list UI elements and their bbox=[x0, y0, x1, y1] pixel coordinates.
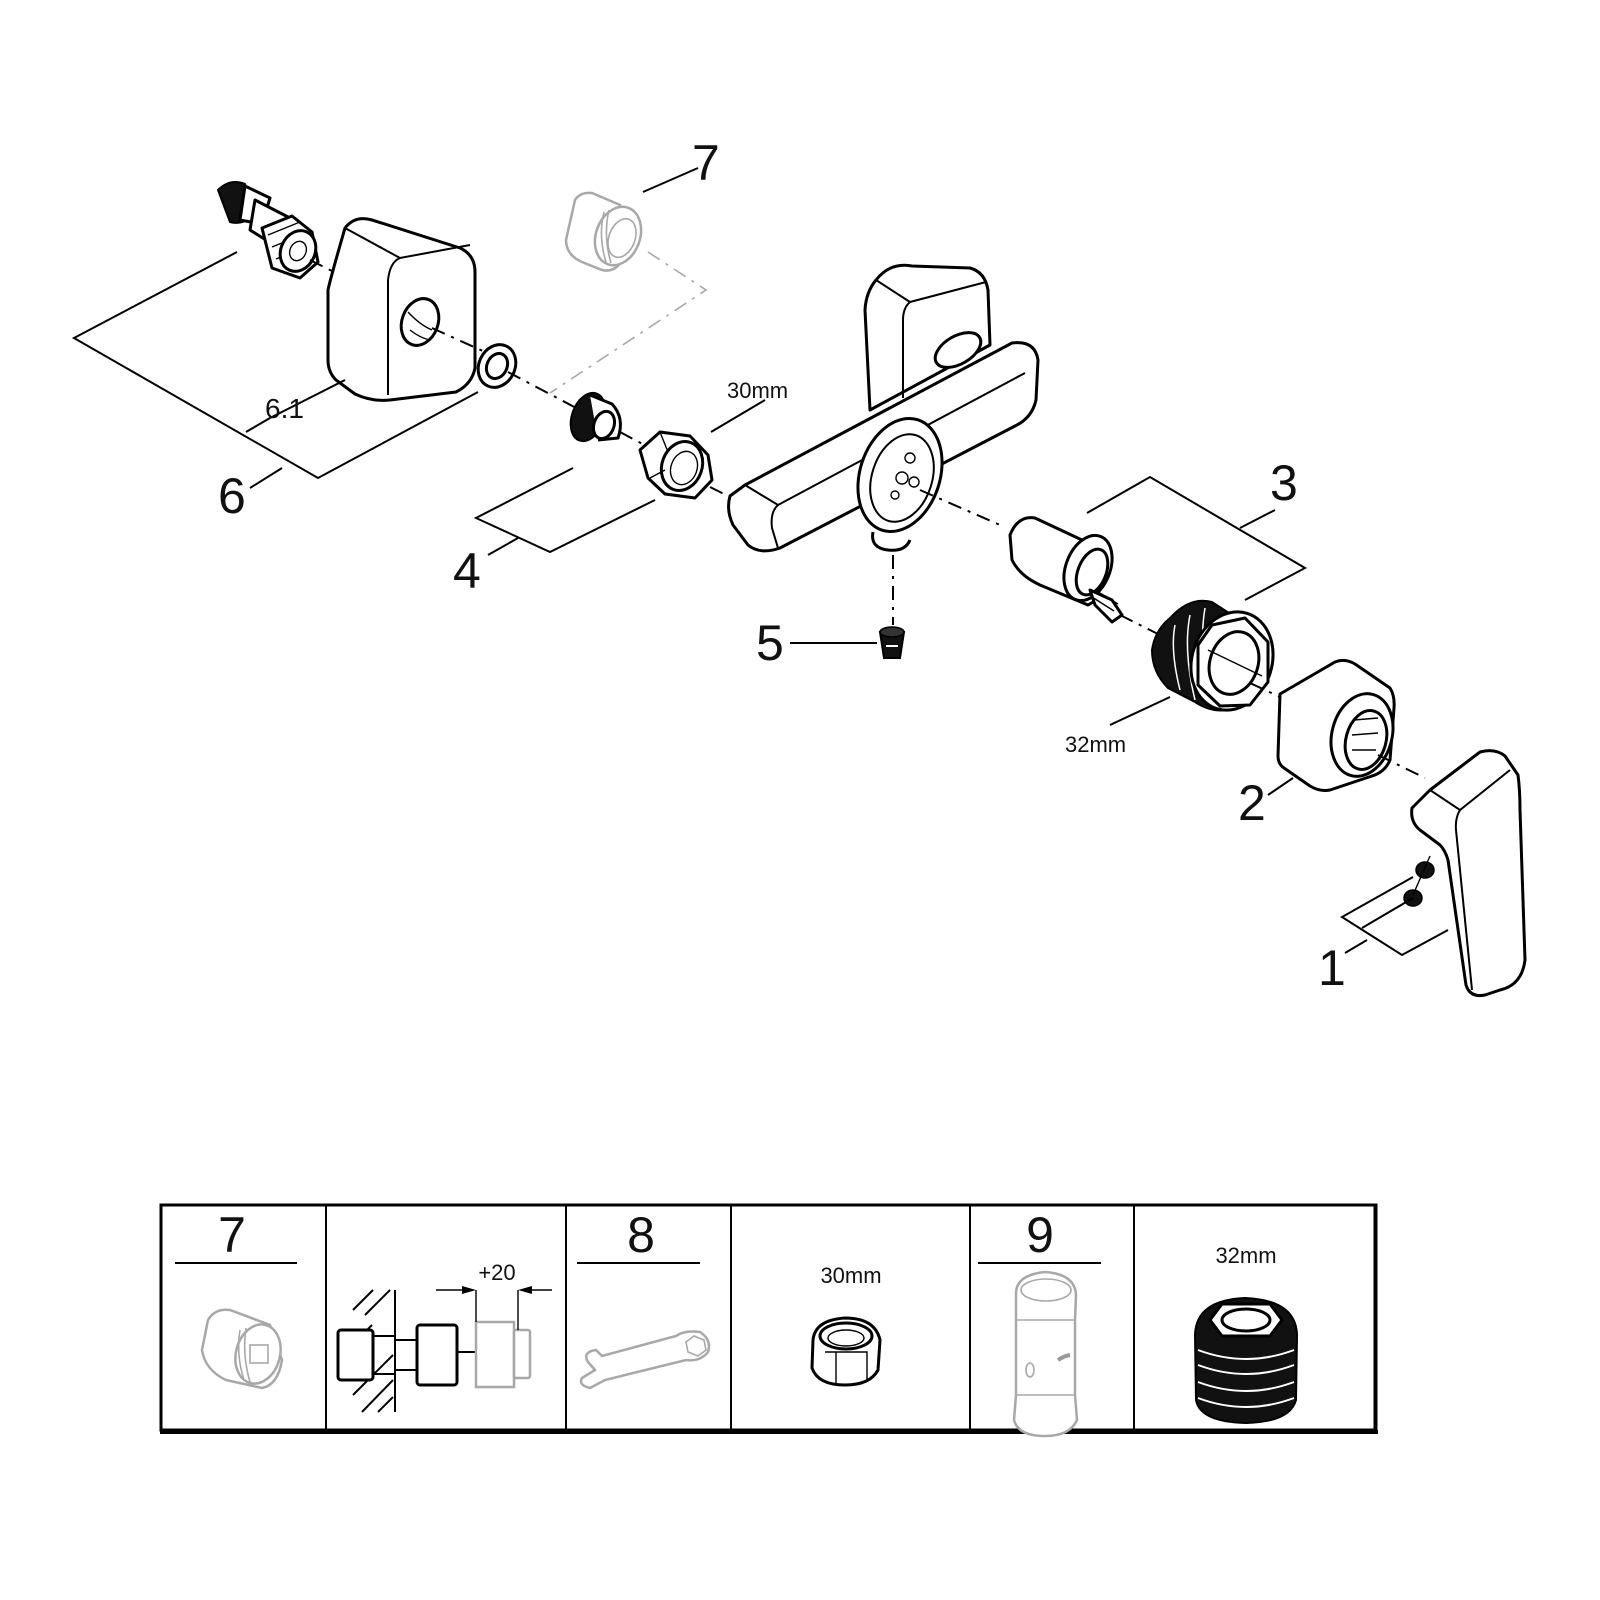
axis-line bbox=[1119, 614, 1171, 641]
cartridge[interactable] bbox=[1008, 516, 1124, 624]
nut-size-label: 30mm bbox=[820, 1263, 881, 1288]
table-cell-8: 8 bbox=[577, 1207, 711, 1390]
extension-fitting-optional[interactable] bbox=[564, 191, 649, 272]
cartridge-bonnet-32mm[interactable] bbox=[1150, 599, 1285, 721]
extension-dimension-label: +20 bbox=[478, 1260, 515, 1285]
table-cell-9: 9 bbox=[978, 1207, 1101, 1438]
bonnet-size-label: 32mm bbox=[1215, 1243, 1276, 1268]
axis-line bbox=[709, 486, 741, 503]
bracket-1 bbox=[1340, 876, 1449, 957]
bracket-4 bbox=[473, 467, 656, 554]
hex-nut-icon bbox=[810, 1316, 882, 1387]
hex-nut-30mm[interactable] bbox=[638, 430, 714, 500]
cell-number-8: 8 bbox=[627, 1207, 655, 1263]
leader-7 bbox=[642, 167, 699, 193]
table-cell-extension-install: +20 bbox=[336, 1260, 552, 1413]
leader-2 bbox=[1267, 777, 1294, 796]
wrench-icon bbox=[579, 1330, 711, 1390]
leader-32mm bbox=[1109, 696, 1171, 726]
axis-line bbox=[919, 489, 1001, 526]
lever-handle[interactable] bbox=[1403, 749, 1527, 997]
axis-line bbox=[309, 259, 341, 276]
callout-6-1: 6.1 bbox=[265, 393, 304, 424]
check-valve[interactable] bbox=[878, 626, 906, 659]
optional-axis-line bbox=[549, 251, 708, 394]
callout-2: 2 bbox=[1238, 775, 1266, 831]
eccentric-adapter[interactable] bbox=[564, 388, 622, 446]
dimension-30mm: 30mm bbox=[727, 378, 788, 403]
axis-line bbox=[507, 371, 581, 411]
leader-30mm bbox=[710, 399, 766, 433]
bracket-6 bbox=[71, 251, 479, 480]
mixer-body[interactable] bbox=[727, 263, 1040, 553]
handle-sleeve[interactable] bbox=[1276, 658, 1402, 792]
washer[interactable] bbox=[471, 338, 522, 393]
callout-4: 4 bbox=[453, 543, 481, 599]
escutcheon-square[interactable] bbox=[326, 217, 477, 402]
cartridge-bonnet-icon bbox=[1193, 1296, 1299, 1425]
table-cell-7: 7 bbox=[175, 1207, 297, 1390]
callout-7: 7 bbox=[692, 135, 720, 191]
axis-line bbox=[1377, 754, 1426, 779]
s-union-connector[interactable] bbox=[216, 181, 322, 280]
cell-number-9: 9 bbox=[1026, 1207, 1054, 1263]
accessory-table bbox=[159, 1203, 1378, 1434]
axis-line bbox=[1412, 855, 1431, 896]
callout-3: 3 bbox=[1270, 455, 1298, 511]
callout-1: 1 bbox=[1318, 940, 1346, 996]
axis-line bbox=[1249, 682, 1281, 698]
dimension-32mm: 32mm bbox=[1065, 732, 1126, 757]
cell-number-7: 7 bbox=[218, 1207, 246, 1263]
extension-tube-icon bbox=[1012, 1270, 1079, 1438]
bracket-3 bbox=[1086, 475, 1308, 601]
extension-fitting-icon bbox=[200, 1308, 284, 1390]
table-cell-nut: 30mm bbox=[810, 1263, 882, 1387]
callout-6: 6 bbox=[218, 468, 246, 524]
axis-line bbox=[619, 431, 651, 449]
axis-line bbox=[431, 327, 486, 353]
callout-5: 5 bbox=[756, 615, 784, 671]
table-cell-bonnet: 32mm bbox=[1193, 1243, 1299, 1425]
